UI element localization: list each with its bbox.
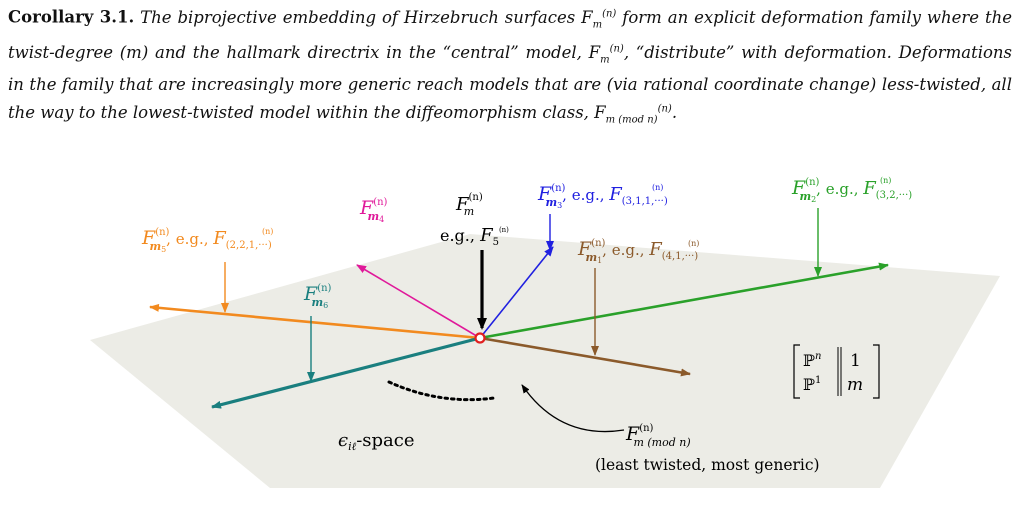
m1-eg-sup: (n)	[688, 239, 699, 248]
ray-orange	[149, 303, 481, 340]
epsilon-space-label: ϵiℓ-space	[338, 430, 415, 453]
m5-eg-sup: (n)	[262, 227, 273, 236]
ray-green	[479, 262, 889, 340]
svg-text:1: 1	[850, 351, 861, 371]
corollary-text: The biprojective embedding of Hirzebruch…	[8, 7, 1012, 125]
m6-label: F(n)m6	[303, 283, 332, 310]
svg-text:ℙ1: ℙ1	[803, 375, 821, 394]
ray-teal	[211, 336, 481, 409]
center-example-label: e.g., F5(n)	[440, 225, 509, 248]
center-label: F(n)m	[455, 192, 483, 218]
m2-eg-sup: (n)	[880, 176, 891, 185]
generic-curved-arrow	[521, 384, 625, 433]
epsilon-space-plane	[90, 234, 1000, 488]
m1-label: F(n)m1, e.g., F(4,1,···)	[577, 238, 698, 265]
m5-label: F(n)m5, e.g., F(2,2,1,···)	[141, 227, 272, 254]
ray-brown	[479, 336, 691, 377]
m3-eg-sup: (n)	[652, 183, 663, 192]
m4-label: F(n)m4	[359, 197, 388, 224]
svg-text:m: m	[847, 375, 863, 395]
svg-text:ℙn: ℙn	[803, 351, 821, 370]
generic-model-label: F(n)m (mod n)	[625, 423, 691, 449]
corollary-heading: Corollary 3.1.	[8, 7, 135, 27]
generic-note: (least twisted, most generic)	[595, 456, 820, 474]
dotted-arc	[387, 380, 496, 402]
configuration-matrix: ℙn ℙ1 1 m	[793, 344, 880, 399]
m2-label: F(n)m2, e.g., F(3,2,···)	[791, 177, 912, 204]
central-model-point	[474, 332, 486, 344]
m3-label: F(n)m3, e.g., F(3,1,1,···)	[537, 183, 668, 210]
corollary-paragraph: Corollary 3.1. The biprojective embeddin…	[8, 2, 1012, 132]
ray-magenta	[356, 264, 481, 339]
ray-blue	[479, 246, 554, 339]
